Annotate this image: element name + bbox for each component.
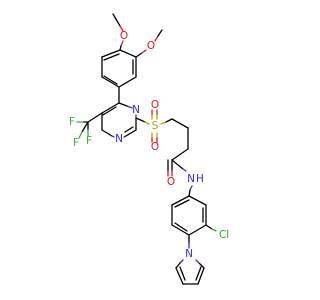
methoxy-oxygen-right: O <box>147 40 155 52</box>
pyrimidine-ring <box>101 102 137 138</box>
chlorine-atom: Cl <box>219 229 229 241</box>
methoxy-oxygen-top: O <box>120 30 128 42</box>
fluorine-atom-3: F <box>73 137 79 149</box>
methoxy-groups <box>112 13 163 58</box>
sulfonyl-group <box>135 109 173 143</box>
fluorine-atom-2: F <box>86 135 92 147</box>
atom-labels: O O N N F F F S O O O N H Cl N <box>69 30 229 260</box>
sulfonyl-sulfur: S <box>152 120 159 132</box>
amide-hydrogen: H <box>196 173 204 185</box>
pyrrole-ring <box>175 234 205 285</box>
fluorine-atom-1: F <box>69 116 75 128</box>
pyrimidine-nitrogen-lower: N <box>115 133 123 145</box>
sulfonyl-oxygen-upper: O <box>151 99 159 111</box>
pyrrole-nitrogen: N <box>185 248 193 260</box>
butanamide-chain <box>167 118 193 197</box>
dimethoxyphenyl-ring <box>101 49 137 88</box>
sulfonyl-oxygen-lower: O <box>151 141 159 153</box>
chlorophenyl-ring <box>171 195 217 236</box>
amide-oxygen: O <box>167 176 175 188</box>
pyrimidine-nitrogen-upper: N <box>132 104 140 116</box>
trifluoromethyl-group <box>76 112 103 139</box>
molecule-structure: O O N N F F F S O O O N H Cl N <box>69 13 229 285</box>
amide-nitrogen: N <box>187 173 195 185</box>
